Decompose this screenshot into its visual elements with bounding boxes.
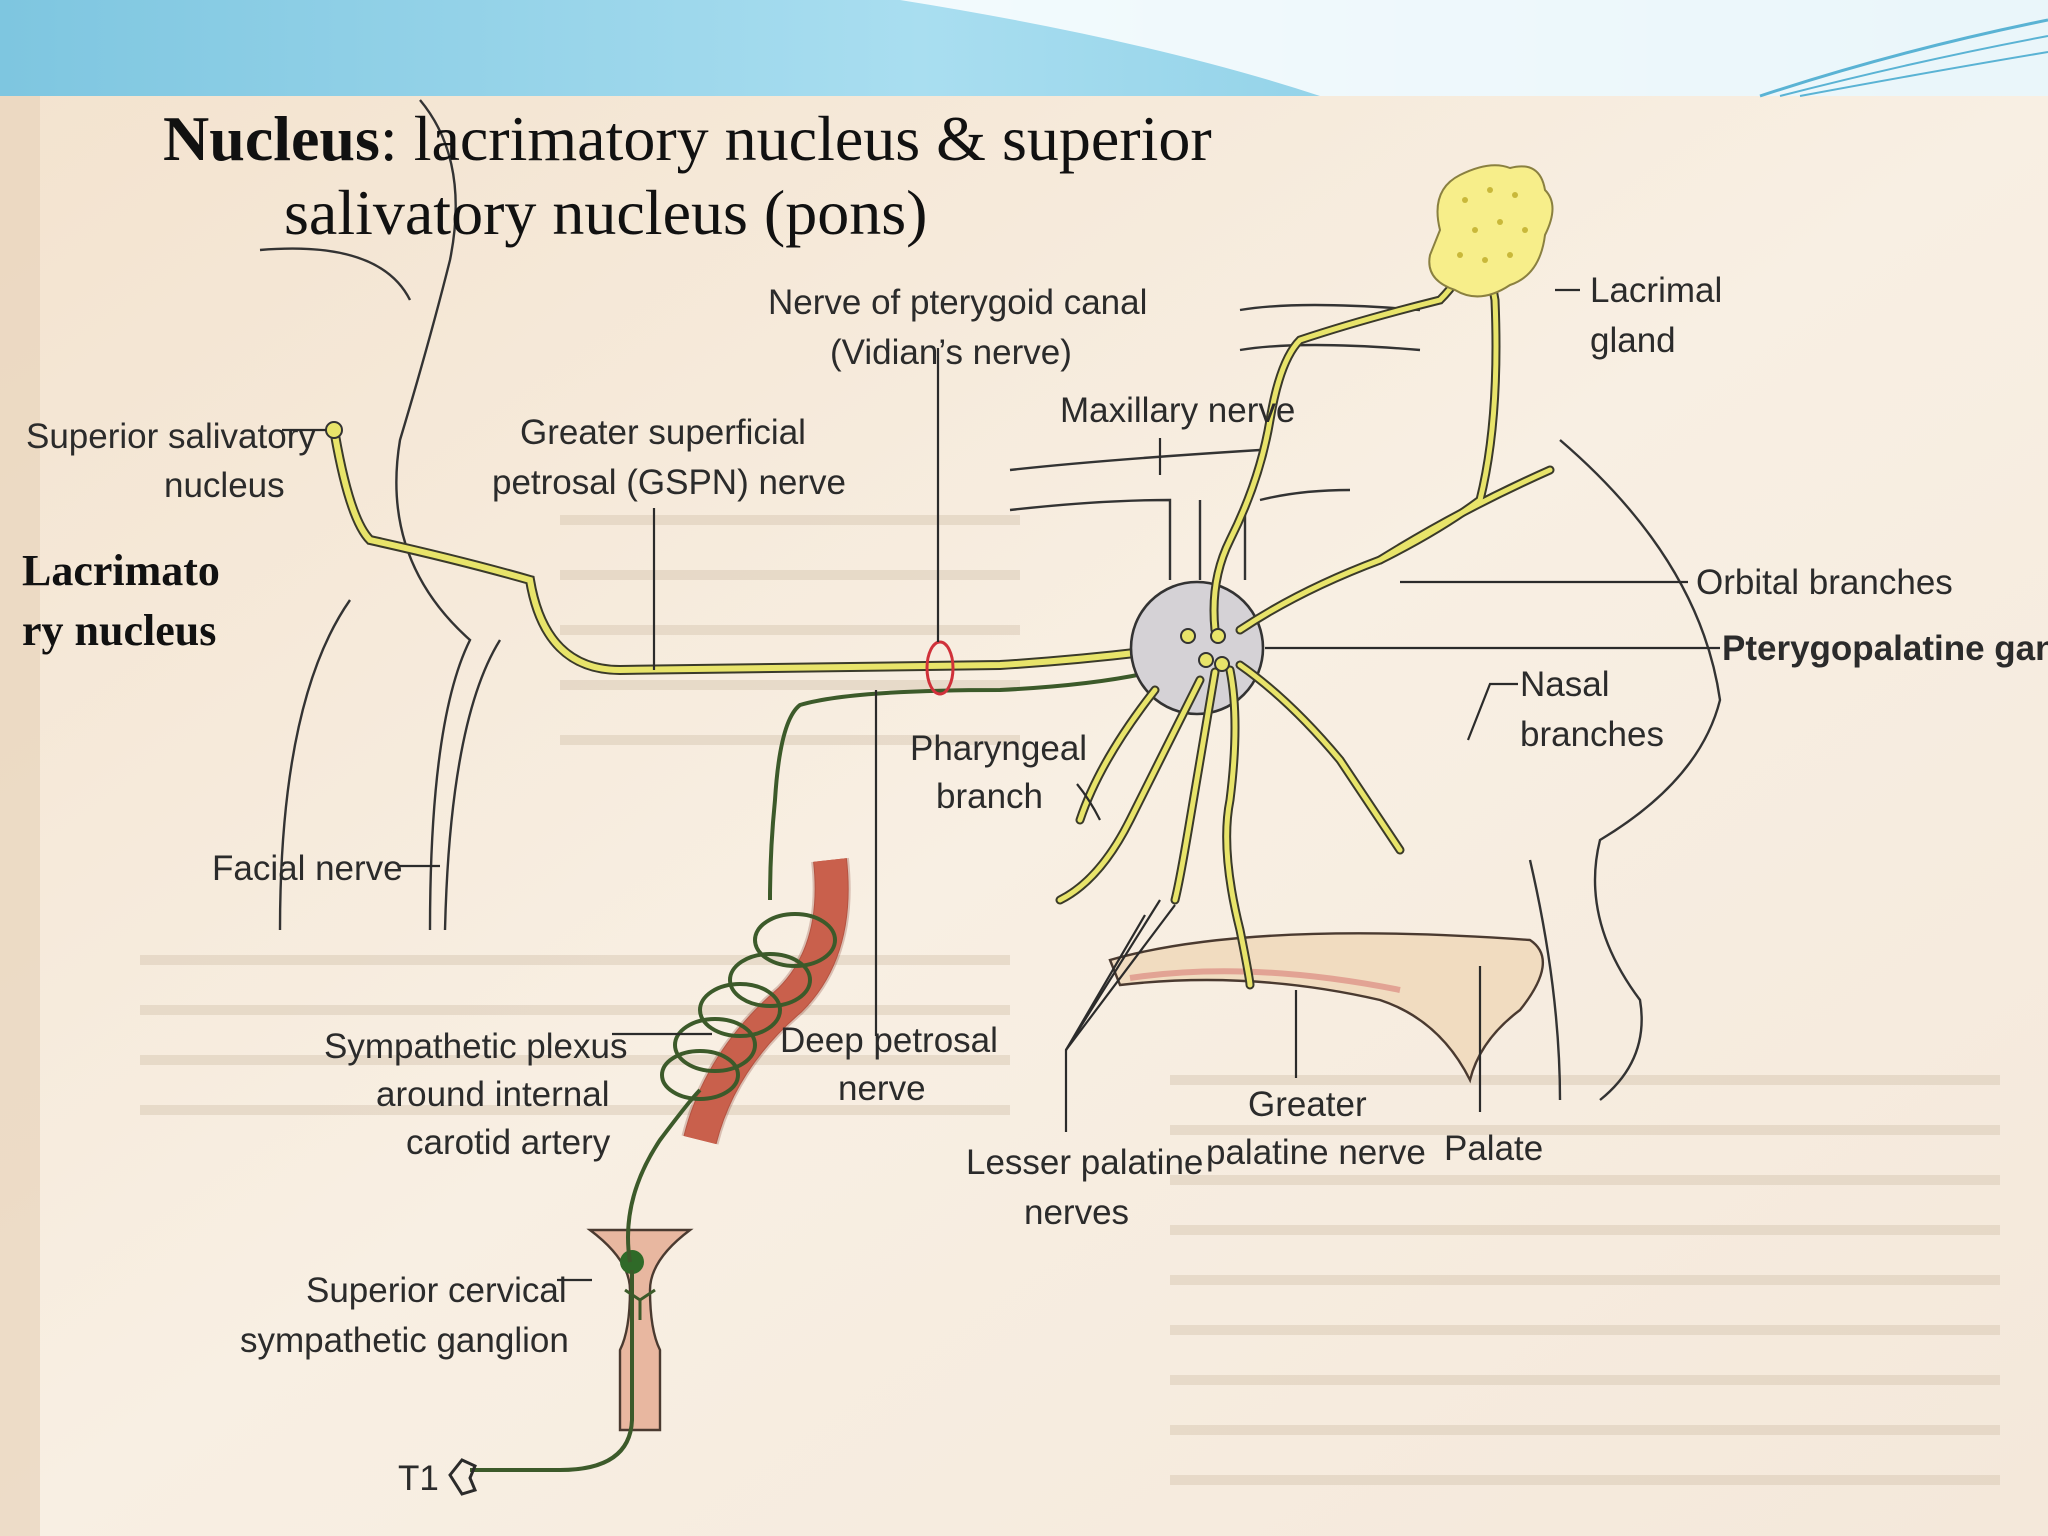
postganglionic-branches xyxy=(1055,250,1555,990)
label-ptg-ganglion: Pterygopalatine ganglio xyxy=(1722,629,2048,668)
leader-lines xyxy=(282,288,1720,1282)
page-title: Nucleus: lacrimatory nucleus & superior xyxy=(163,103,1212,174)
label-facial: Facial nerve xyxy=(212,849,403,888)
top-banner xyxy=(0,0,2048,98)
label-gspn-2: petrosal (GSPN) nerve xyxy=(492,463,846,502)
label-lacrimal-gland-2: gland xyxy=(1590,321,1676,360)
label-greater-palatine-1: Greater xyxy=(1248,1085,1367,1124)
label-lacrimatory-2: ry nucleus xyxy=(22,606,216,655)
label-pharyngeal-2: branch xyxy=(936,777,1043,816)
label-sympathetic-1: Sympathetic plexus xyxy=(324,1027,627,1066)
label-lesser-palatine-1: Lesser palatine xyxy=(966,1143,1203,1182)
label-sympathetic-2: around internal xyxy=(376,1075,610,1114)
label-lacrimal-gland-1: Lacrimal xyxy=(1590,271,1722,310)
label-vidian-2: (Vidian’s nerve) xyxy=(830,333,1072,372)
label-sympathetic-3: carotid artery xyxy=(406,1123,611,1162)
palate-edge xyxy=(1129,968,1401,993)
label-superior-salivatory-2: nucleus xyxy=(164,466,285,505)
label-nasal-1: Nasal xyxy=(1520,665,1609,704)
label-greater-palatine-2: palatine nerve xyxy=(1206,1133,1426,1172)
label-maxillary: Maxillary nerve xyxy=(1060,391,1295,430)
label-vidian-1: Nerve of pterygoid canal xyxy=(768,283,1147,322)
faint-text-texture xyxy=(140,515,2000,1485)
t1-icon xyxy=(448,1458,478,1496)
page-title-line2: salivatory nucleus (pons) xyxy=(284,177,927,248)
title-bold: Nucleus xyxy=(163,103,380,174)
label-lesser-palatine-2: nerves xyxy=(1024,1193,1129,1232)
maxillary-nerve-outline xyxy=(1009,448,1351,580)
label-t1: T1 xyxy=(398,1459,439,1498)
label-deep-petrosal-1: Deep petrosal xyxy=(780,1021,998,1060)
label-pharyngeal-1: Pharyngeal xyxy=(910,729,1087,768)
brainstem-outline xyxy=(259,99,502,931)
gspn-nerve xyxy=(330,430,1165,676)
title-rest: : lacrimatory nucleus & superior xyxy=(380,103,1212,174)
superior-cervical-ganglion xyxy=(620,1250,644,1274)
label-palate: Palate xyxy=(1444,1129,1543,1168)
label-orbital: Orbital branches xyxy=(1696,563,1953,602)
label-gspn-1: Greater superficial xyxy=(520,413,806,452)
sympathetic-pathway xyxy=(470,668,1161,1472)
page-background xyxy=(0,96,2048,1536)
sympathetic-plexus-coils xyxy=(660,912,837,1101)
label-deep-petrosal-2: nerve xyxy=(838,1069,926,1108)
lacrimal-gland xyxy=(1428,164,1554,298)
label-superior-cervical-2: sympathetic ganglion xyxy=(240,1321,569,1360)
vidian-nerve-marker xyxy=(925,640,955,696)
label-superior-cervical-1: Superior cervical xyxy=(306,1271,567,1310)
label-lacrimatory-1: Lacrimato xyxy=(22,546,220,595)
superior-salivatory-nucleus-dot xyxy=(325,421,343,439)
cervical-sympathetic-trunk xyxy=(586,1228,694,1432)
left-shadow xyxy=(0,96,40,1536)
label-nasal-2: branches xyxy=(1520,715,1664,754)
label-superior-salivatory-1: Superior salivatory xyxy=(26,417,316,456)
